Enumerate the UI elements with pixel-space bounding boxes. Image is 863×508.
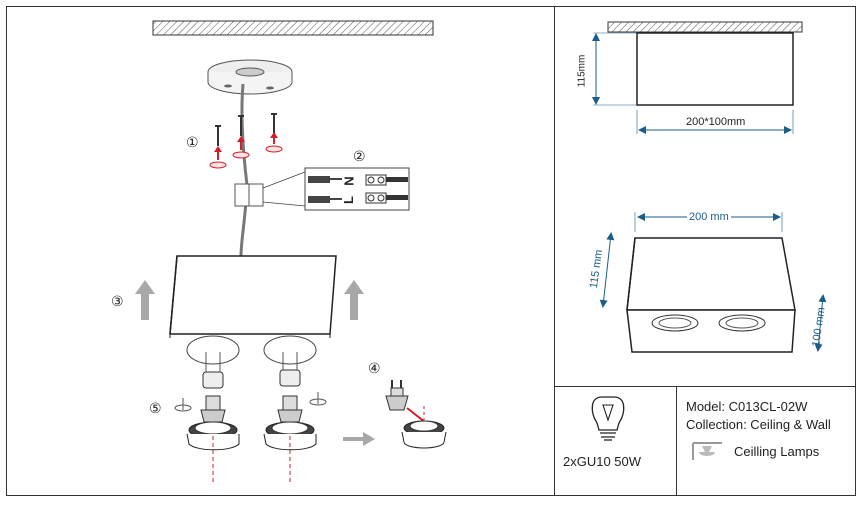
clip-rotate-icons: [174, 392, 327, 412]
ceiling-lamp-icon: [692, 442, 722, 460]
category-text: Ceilling Lamps: [734, 444, 820, 459]
terminal-block: [234, 171, 306, 207]
iso-width-label: 200 mm: [687, 210, 731, 224]
side-height-label: 115mm: [576, 54, 588, 88]
drawing-frame: [6, 6, 856, 496]
iso-height-dim: [599, 232, 615, 308]
mounting-plate: [207, 59, 293, 95]
push-up-arrows: [135, 280, 364, 320]
gu10-sockets: [202, 352, 301, 389]
bulb-assemblies: [186, 395, 317, 482]
bulb-insertion: [385, 380, 447, 449]
iso-depth-dim: [814, 294, 827, 352]
neutral-label: N: [341, 176, 357, 186]
supply-cable: [239, 83, 249, 257]
lamp-body: [169, 255, 337, 365]
step-1-label: ①: [186, 134, 199, 150]
side-view-ceiling: [607, 21, 803, 33]
panel-divider: [554, 6, 555, 496]
ceiling-hatch: [152, 20, 434, 36]
info-column-divider: [676, 386, 677, 496]
model-text: Model: C013CL-02W: [686, 399, 808, 414]
side-width-label: 200*100mm: [686, 116, 746, 128]
collection-text: Collection: Ceiling & Wall: [686, 417, 831, 432]
screws-and-anchors: [209, 113, 283, 169]
wiring-callout: [304, 167, 410, 211]
step-2-label: ②: [353, 148, 366, 164]
transfer-arrow: [343, 432, 375, 446]
step-4-label: ④: [368, 360, 381, 376]
info-divider: [554, 386, 856, 387]
live-label: L: [340, 196, 356, 204]
side-view-body: [636, 32, 794, 106]
step-3-label: ③: [111, 293, 124, 309]
iso-view-body: [626, 237, 796, 353]
bulb-symbol-icon: [591, 396, 625, 441]
step-5-label: ⑤: [149, 400, 162, 416]
bulb-spec: 2xGU10 50W: [563, 454, 642, 469]
